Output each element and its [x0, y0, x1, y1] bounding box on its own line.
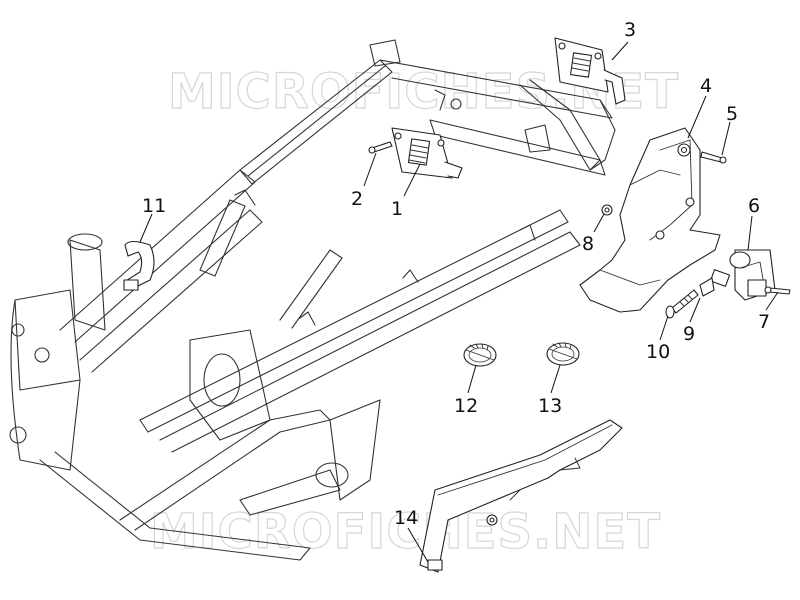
part-6-actuator: [729, 249, 776, 301]
part-5-screw: [700, 151, 727, 164]
callout-11: 11: [142, 195, 166, 217]
callout-6: 6: [748, 195, 760, 217]
part-3-bracket: [554, 37, 626, 105]
part-9-fitting: [699, 269, 731, 297]
part-1-latch-bracket: [391, 127, 463, 179]
callout-10: 10: [646, 341, 670, 363]
part-12-clamp: [463, 343, 497, 367]
part-13-clamp: [546, 342, 580, 366]
callout-1: 1: [391, 198, 403, 220]
callout-8: 8: [582, 233, 594, 255]
callout-3: 3: [624, 19, 636, 41]
scooter-frame: [9, 39, 616, 561]
part-14-floor-bracket: [419, 419, 623, 573]
callout-14: 14: [394, 507, 418, 529]
part-2-screw: [368, 141, 393, 154]
callout-12: 12: [454, 395, 478, 417]
part-4-cover: [579, 127, 721, 313]
callout-9: 9: [683, 323, 695, 345]
callout-2: 2: [351, 188, 363, 210]
callout-5: 5: [726, 103, 738, 125]
leader-lines: [139, 41, 779, 563]
part-8-nut: [601, 204, 613, 216]
callout-7: 7: [758, 311, 770, 333]
watermark-bottom: MICROFICHES.NET: [150, 504, 661, 560]
callout-4: 4: [700, 75, 712, 97]
part-10-pin: [665, 289, 699, 319]
part-11-clip: [123, 240, 155, 291]
callout-13: 13: [538, 395, 562, 417]
part-7-bolt: [764, 286, 791, 295]
